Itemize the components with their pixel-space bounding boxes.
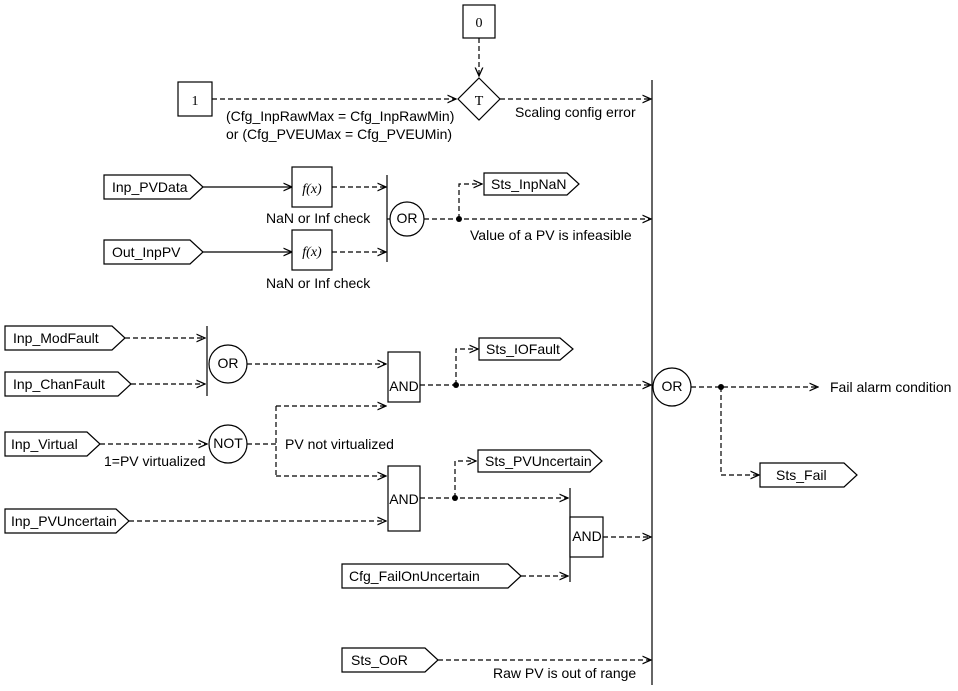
- svg-text:OR: OR: [218, 355, 239, 371]
- input-tag-out-inppv: Out_InpPV: [103, 239, 204, 265]
- raw-pv-oor-label: Raw PV is out of range: [493, 665, 636, 681]
- pv-infeasible-label: Value of a PV is infeasible: [470, 227, 632, 243]
- nan-check-label-1: NaN or Inf check: [266, 210, 371, 226]
- input-tag-sts-oor: Sts_OoR: [341, 647, 439, 673]
- constant-zero-box: 0: [462, 4, 496, 39]
- output-tag-sts-pvuncertain: Sts_PVUncertain: [477, 449, 603, 473]
- svg-text:Sts_InpNaN: Sts_InpNaN: [491, 176, 566, 192]
- svg-text:1: 1: [192, 94, 199, 109]
- condition-line-1: (Cfg_InpRawMax = Cfg_InpRawMin): [226, 108, 454, 124]
- input-tag-inp-chanfault: Inp_ChanFault: [4, 371, 132, 397]
- svg-text:f(x): f(x): [302, 182, 322, 197]
- svg-text:Cfg_FailOnUncertain: Cfg_FailOnUncertain: [349, 568, 480, 584]
- or-gate-io: OR: [208, 344, 248, 384]
- input-tag-inp-pvdata: Inp_PVData: [103, 174, 204, 200]
- output-tag-sts-fail: Sts_Fail: [759, 462, 858, 488]
- svg-text:Sts_Fail: Sts_Fail: [776, 467, 827, 483]
- svg-text:Inp_ChanFault: Inp_ChanFault: [13, 376, 105, 392]
- wire-to-sts-iofault: [455, 349, 478, 385]
- svg-text:Out_InpPV: Out_InpPV: [112, 244, 181, 260]
- svg-text:0: 0: [476, 16, 483, 31]
- scaling-config-error-label: Scaling config error: [515, 104, 636, 120]
- and-gate-fail-on-uncertain: AND: [569, 516, 604, 558]
- or-gate-main: OR: [652, 367, 692, 407]
- input-tag-cfg-failonuncertain: Cfg_FailOnUncertain: [341, 563, 522, 589]
- output-tag-sts-iofault: Sts_IOFault: [478, 337, 574, 361]
- transfer-block: T: [457, 77, 501, 121]
- output-tag-sts-inpnan: Sts_InpNaN: [483, 172, 580, 196]
- function-block-2: f(x): [291, 229, 333, 271]
- input-tag-inp-virtual: Inp_Virtual: [4, 431, 101, 457]
- pv-not-virtualized-label: PV not virtualized: [285, 436, 394, 452]
- svg-text:Inp_PVData: Inp_PVData: [112, 179, 188, 195]
- or-gate-nan: OR: [389, 201, 425, 237]
- svg-text:Sts_PVUncertain: Sts_PVUncertain: [485, 453, 592, 469]
- input-tag-inp-modfault: Inp_ModFault: [4, 325, 126, 351]
- svg-text:AND: AND: [572, 528, 602, 544]
- wire-to-sts-inpnan: [458, 184, 482, 219]
- and-gate-io: AND: [387, 351, 421, 403]
- svg-text:Sts_OoR: Sts_OoR: [351, 652, 408, 668]
- svg-text:OR: OR: [662, 378, 683, 394]
- svg-text:Inp_PVUncertain: Inp_PVUncertain: [11, 513, 117, 529]
- nan-check-label-2: NaN or Inf check: [266, 275, 371, 291]
- svg-text:Sts_IOFault: Sts_IOFault: [486, 341, 560, 357]
- svg-text:NOT: NOT: [213, 435, 243, 451]
- fail-alarm-condition-label: Fail alarm condition: [830, 379, 951, 395]
- svg-text:Inp_Virtual: Inp_Virtual: [11, 436, 78, 452]
- svg-text:Inp_ModFault: Inp_ModFault: [13, 330, 99, 346]
- svg-text:AND: AND: [389, 491, 419, 507]
- function-block-1: f(x): [291, 166, 333, 208]
- wire-to-sts-pvuncertain: [454, 461, 476, 498]
- input-tag-inp-pvuncertain: Inp_PVUncertain: [4, 508, 130, 534]
- condition-line-2: or (Cfg_PVEUMax = Cfg_PVEUMin): [226, 126, 452, 142]
- and-gate-uncertain: AND: [387, 465, 421, 532]
- svg-text:AND: AND: [389, 378, 419, 394]
- svg-text:f(x): f(x): [302, 245, 322, 260]
- wire-to-sts-fail: [720, 387, 759, 475]
- pv-virtualized-label: 1=PV virtualized: [104, 453, 206, 469]
- constant-one-box: 1: [177, 81, 213, 117]
- svg-text:T: T: [475, 94, 484, 109]
- svg-text:OR: OR: [397, 210, 418, 226]
- not-gate: NOT: [208, 424, 248, 464]
